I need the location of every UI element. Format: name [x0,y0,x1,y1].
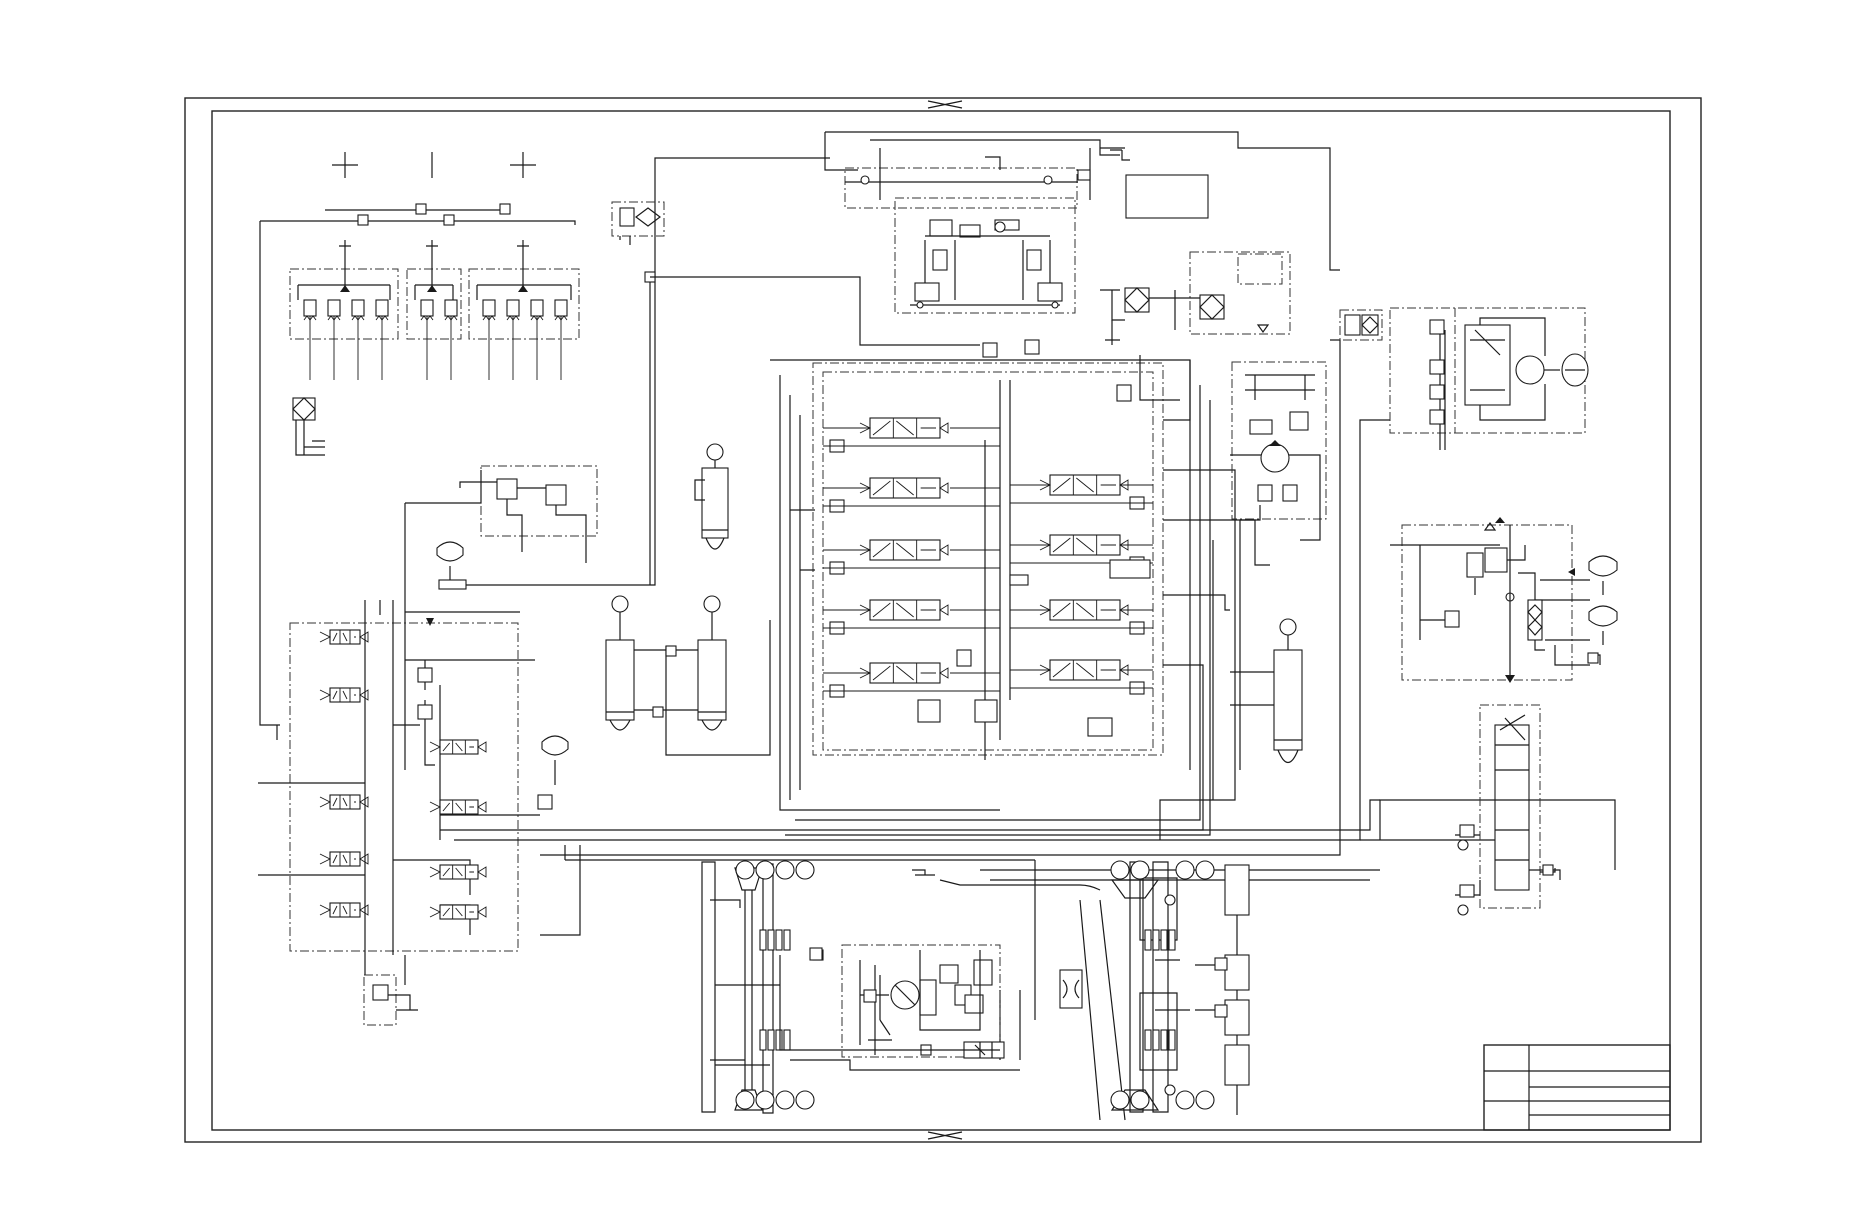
solenoid-valve-r-4 [429,904,487,920]
solenoid-valve-3 [319,794,369,810]
shuttle-2 [982,342,998,358]
steering-cylinders [1195,864,1250,1115]
solenoid-valve-r-2 [429,799,487,815]
brake-valve-group [1390,517,1601,683]
shuttle-1 [1024,339,1040,355]
accumulator-left-2 [541,735,569,785]
relief-main-3 [1087,717,1113,737]
solenoid-valve-r-3 [429,864,487,880]
spool-left-5 [859,662,949,684]
main-control-valve [770,359,1191,811]
shuttle-3 [1116,384,1132,402]
bottom-left-relief [363,974,418,1026]
cylinder-right [1230,618,1303,764]
wheel-2 [775,860,815,880]
brake-caliper-1 [759,929,791,951]
solenoid-valve-5 [319,902,369,918]
wheel-brakes [735,860,1215,1110]
cylinder-lift-2 [697,595,727,731]
brake-caliper-2 [759,1029,791,1051]
filter-top-left [611,201,665,245]
solenoid-valve-r-1 [429,739,487,755]
main-valve-spools [823,339,1153,737]
solenoid-valve-1 [319,629,369,645]
steering-pump-group [1212,361,1327,800]
pressure-switch-3 [537,794,553,810]
wheel-3 [735,1090,775,1110]
spool-left-2 [859,477,949,499]
spool-right-1 [1039,474,1129,496]
cylinder-lift-1 [605,595,635,731]
wheel-4 [775,1090,815,1110]
wheel-6 [1175,860,1215,880]
joystick-3 [476,240,572,380]
wheel-5 [1110,860,1150,880]
relief-main-2 [974,699,998,723]
wheel-1 [735,860,775,880]
spool-left-1 [859,417,949,439]
front-axle-right [1079,861,1190,1121]
throttle [1009,574,1029,586]
steering-unit [1339,307,1589,450]
pressure-switch-2 [417,704,433,720]
spool-left-4 [859,599,949,621]
spool-right-4 [1039,659,1129,681]
solenoid-valve-2 [319,687,369,703]
spool-left-3 [859,539,949,561]
wheel-8 [1175,1090,1215,1110]
outer-frame [184,97,1702,1143]
brake-caliper-3 [1144,929,1176,951]
hydraulic-lines [440,339,1616,1060]
solenoid-valves [319,629,553,920]
pressure-switch-1 [417,667,433,683]
solenoid-valve-bank [258,600,540,985]
title-block [1483,1044,1671,1131]
cylinder-boom-left [694,443,729,550]
solenoid-valve-4 [319,851,369,867]
accumulator-left-1 [436,157,830,590]
filter-unit-mid [1100,251,1291,345]
accumulator-right-1 [1588,555,1618,595]
transmission-control-valve [1455,704,1561,916]
shuttle-4 [956,649,972,667]
joystick-1 [297,240,391,380]
spool-right-2 [1039,534,1129,556]
relief-valve-pair [404,465,598,770]
accumulator-right-2 [1588,605,1618,645]
return-filter-left [292,397,325,456]
joystick-2 [414,240,458,380]
wheel-7 [1110,1090,1150,1110]
transmission-pump-box [812,944,1001,1058]
pilot-valve [1109,559,1151,579]
top-manifold [824,131,1340,314]
relief-main-1 [917,699,941,723]
spool-right-3 [1039,599,1129,621]
joystick-symbols [297,240,572,380]
brake-caliper-4 [1144,1029,1176,1051]
pilot-control-valves [260,152,580,340]
